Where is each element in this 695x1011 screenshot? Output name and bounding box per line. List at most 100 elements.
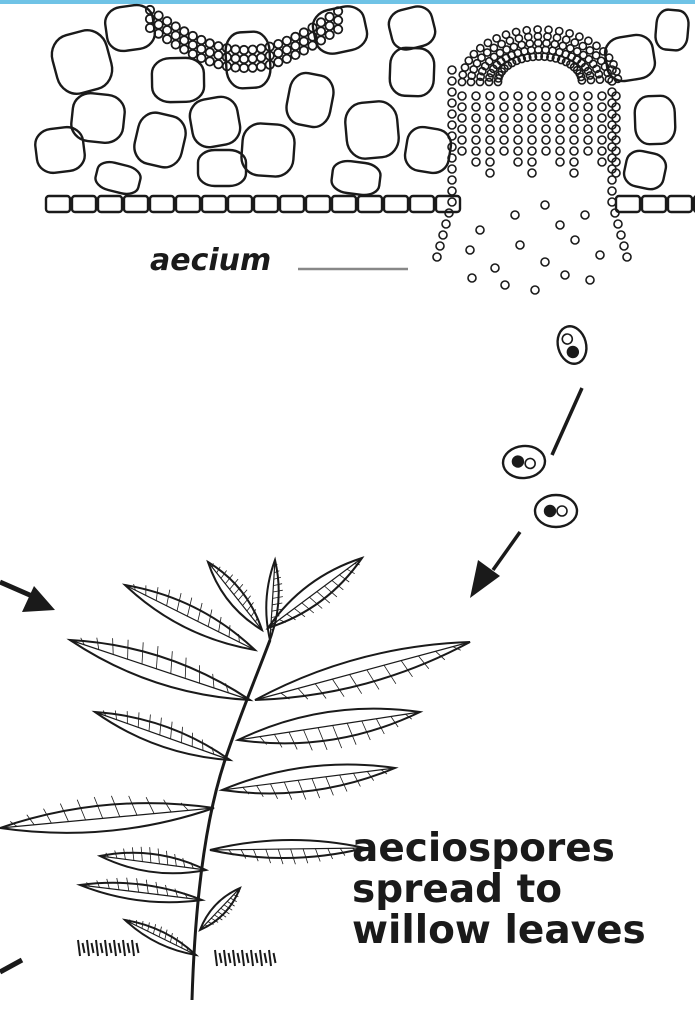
chain-spore	[556, 125, 564, 133]
epidermis-cell	[202, 196, 226, 212]
leaf-vein	[149, 715, 150, 732]
chain-spore	[570, 103, 578, 111]
arc-spore	[240, 55, 248, 63]
aecium-spore	[593, 42, 600, 49]
chain-spore	[598, 114, 606, 122]
epidermis-cell	[228, 196, 252, 212]
arc-spore	[154, 20, 162, 28]
chain-spore	[584, 136, 592, 144]
leaf-vein	[318, 728, 327, 750]
epidermis-cell	[98, 196, 122, 212]
leaf-vein	[324, 586, 337, 597]
epidermis-cell	[668, 196, 692, 212]
chain-spore	[584, 103, 592, 111]
arc-spore	[172, 22, 180, 30]
chain-spore	[542, 92, 550, 100]
arc-spore	[206, 39, 214, 47]
catkin-stroke	[265, 953, 267, 963]
arc-spore	[291, 51, 299, 59]
peridium-spore	[608, 187, 616, 195]
arc-spore	[308, 41, 316, 49]
aecium-spore	[587, 76, 594, 83]
chain-spore	[458, 136, 466, 144]
chain-spore	[598, 147, 606, 155]
epidermis-cell	[410, 196, 434, 212]
arc-spore	[206, 48, 214, 56]
arc-spore	[180, 27, 188, 35]
leaf-vein	[257, 786, 264, 797]
leaf-vein	[111, 796, 119, 817]
chain-spore	[556, 136, 564, 144]
arc-spore	[163, 17, 171, 25]
chain-spore	[458, 103, 466, 111]
leaf-vein	[182, 942, 183, 948]
peridium-spore	[608, 176, 616, 184]
arc-spore	[206, 57, 214, 65]
leaf-vein	[333, 725, 342, 748]
chain-spore	[472, 147, 480, 155]
aecium-spore	[484, 49, 491, 56]
loose-spore	[468, 274, 476, 282]
chain-spore	[486, 125, 494, 133]
leaf-vein	[171, 651, 173, 673]
arc-spore	[300, 28, 308, 36]
leaf-vein	[129, 796, 137, 815]
loose-spore	[571, 236, 579, 244]
peridium-spore	[448, 198, 456, 206]
catkin-stroke	[114, 940, 116, 956]
chain-spore	[598, 125, 606, 133]
catkin-stroke	[220, 953, 222, 963]
willow-leaf	[125, 584, 255, 650]
leaf-midrib	[222, 768, 395, 790]
arc-spore	[283, 55, 291, 63]
mesophyll-cell	[310, 3, 370, 57]
epidermis-cell	[124, 196, 148, 212]
chain-spore	[584, 92, 592, 100]
catkin-stroke	[78, 940, 80, 956]
leaf-vein	[298, 780, 306, 799]
leaf-vein	[146, 797, 154, 813]
aecium-spore	[458, 78, 465, 85]
catkin-stroke	[238, 953, 240, 963]
leaf-vein	[213, 674, 214, 688]
mesophyll-cell	[93, 159, 142, 197]
leaf-vein	[208, 610, 212, 627]
chain-spore	[472, 136, 480, 144]
loose-spore	[511, 211, 519, 219]
leaf-vein	[77, 800, 85, 820]
willow-leaf	[200, 888, 240, 930]
willow-leaf	[222, 765, 395, 800]
arc-spore	[180, 36, 188, 44]
catkin-stroke	[92, 943, 94, 953]
chain-spore	[458, 114, 466, 122]
willow-catkin	[78, 940, 139, 956]
peridium-spore	[620, 242, 628, 250]
arc-spore	[274, 49, 282, 57]
leaf-vein	[156, 882, 158, 895]
willow-leaf	[268, 558, 362, 628]
arc-spore	[317, 27, 325, 35]
leaf-vein	[117, 878, 119, 890]
chain-spore	[472, 114, 480, 122]
arc-spore	[146, 24, 154, 32]
chain-spore	[584, 147, 592, 155]
caption: aeciospores spread to willow leaves	[352, 828, 692, 951]
leaf-vein	[278, 849, 283, 864]
arc-spore	[334, 16, 342, 24]
loose-spore	[501, 281, 509, 289]
leaf-vein	[97, 638, 99, 650]
mesophyll-cell	[389, 47, 435, 97]
arc-spore	[189, 32, 197, 40]
chain-spore	[514, 114, 522, 122]
catkin-stroke	[224, 950, 226, 966]
leaf-vein	[137, 878, 139, 892]
chain-spore	[486, 136, 494, 144]
chain-spore	[514, 103, 522, 111]
leaf-midrib	[210, 848, 365, 850]
leaf-vein	[266, 849, 271, 863]
leaf-midrib	[255, 642, 470, 700]
epidermis-cell	[72, 196, 96, 212]
willow-catkin	[215, 950, 276, 966]
leaf-vein	[304, 730, 313, 751]
mesophyll-cell	[103, 3, 157, 53]
